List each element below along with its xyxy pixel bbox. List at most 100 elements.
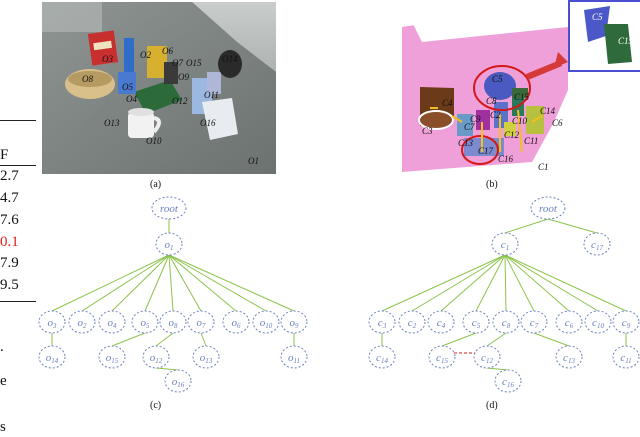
seg-label-c4: C4 (442, 98, 453, 108)
node-d-c11 (612, 345, 640, 369)
node-d-c4-label: c4 (437, 317, 446, 330)
edge-d-root-c1 (504, 218, 549, 234)
label-o14: O14 (222, 54, 238, 64)
zoom-label-c5: C5 (592, 12, 603, 22)
seg-label-c11: C11 (524, 136, 538, 146)
node-d-c6-label: c6 (565, 317, 574, 330)
node-d-c9 (612, 310, 640, 334)
node-d-c6 (555, 310, 583, 334)
node-d-c1-label: c1 (501, 239, 509, 252)
node-d-c16 (494, 369, 522, 393)
seg-label-c10: C10 (512, 116, 528, 126)
node-d-c14-label: c14 (376, 352, 388, 365)
label-o13: O13 (104, 118, 120, 128)
edge-d-l1-5 (504, 254, 535, 312)
node-c-o6-label: o6 (232, 317, 242, 330)
seg-label-c17: C17 (478, 146, 494, 156)
table-mid-rule (0, 165, 36, 166)
node-d-c3 (368, 310, 396, 334)
edge-d-g1 (441, 332, 477, 347)
label-o11: O11 (204, 90, 219, 100)
node-c-o12-label: o12 (150, 352, 163, 365)
node-c-root (151, 196, 187, 220)
edge-c-great (155, 367, 179, 371)
node-c-o5-label: o5 (141, 317, 151, 330)
edge-c-l1-7 (168, 254, 267, 312)
edge-c-l1-2 (111, 254, 170, 312)
node-c-o8-label: o8 (169, 317, 179, 330)
node-c-o1 (155, 232, 183, 256)
seg-label-c7: C7 (464, 122, 475, 132)
node-d-c7-label: c7 (530, 317, 539, 330)
edge-d-g2 (486, 332, 507, 347)
node-c-o4-label: o4 (108, 317, 118, 330)
edge-d-l1-3 (475, 254, 506, 312)
node-c-o7 (187, 310, 215, 334)
node-d-c5 (462, 310, 490, 334)
edge-c-l1-1 (81, 254, 170, 312)
seg-label-c9: C9 (470, 114, 481, 124)
node-c-o14-label: o14 (46, 352, 59, 365)
node-c-o13 (192, 345, 220, 369)
node-c-o3-label: o3 (48, 317, 58, 330)
node-c-o15-label: o15 (106, 352, 119, 365)
node-c-o13-label: o13 (200, 352, 213, 365)
node-d-c9-label: c9 (622, 317, 631, 330)
node-d-c12 (473, 345, 501, 369)
caption-a: (a) (150, 179, 162, 190)
label-o7: O7 (172, 58, 183, 68)
node-c-o10 (252, 310, 280, 334)
edge-d-g3 (533, 332, 570, 347)
node-d-c8-label: c8 (502, 317, 511, 330)
edge-d-l1-8 (504, 254, 627, 312)
seg-label-c3: C3 (422, 126, 433, 136)
node-d-c12-label: c12 (481, 352, 493, 365)
node-d-c10 (584, 310, 612, 334)
edge-c-l1-6 (168, 254, 237, 312)
seg-label-c1: C1 (538, 162, 549, 172)
label-o12: O12 (172, 96, 188, 106)
node-c-o16-label: o16 (172, 376, 185, 389)
seg-label-c8: C8 (486, 96, 497, 106)
zoom-label-c15: C15 (618, 36, 634, 46)
table-cell-3: 7.6 (0, 212, 19, 228)
caption-d: (d) (486, 400, 498, 411)
seg-label-c16: C16 (498, 154, 514, 164)
seg-label-c15: C15 (514, 92, 530, 102)
edge-d-l1-4 (504, 254, 507, 312)
node-d-c10-label: c10 (592, 317, 604, 330)
node-c-o9-label: o9 (290, 317, 300, 330)
node-c-o11 (280, 345, 308, 369)
label-o4: O4 (126, 94, 137, 104)
node-d-c3-label: c3 (378, 317, 387, 330)
node-d-root-label: root (539, 203, 558, 215)
node-d-c2 (398, 310, 426, 334)
node-c-o14 (38, 345, 66, 369)
label-o3: O3 (102, 54, 113, 64)
label-o2: O2 (140, 50, 151, 60)
edge-d-l1-6 (504, 254, 570, 312)
node-c-o15 (98, 345, 126, 369)
node-d-c4 (427, 310, 455, 334)
table-cell-2: 4.7 (0, 190, 19, 206)
node-c-o2 (68, 310, 96, 334)
body-text-fragment-2: e (0, 373, 7, 389)
node-c-o7-label: o7 (197, 317, 207, 330)
table-cell-4-highlight: 0.1 (0, 234, 19, 250)
edge-d-l1-7 (504, 254, 599, 312)
node-c-o2-label: o2 (78, 317, 88, 330)
body-text-fragment-1: . (0, 339, 4, 355)
node-c-o9 (280, 310, 308, 334)
node-d-c13 (555, 345, 583, 369)
node-c-o3 (38, 310, 66, 334)
scene-photo-drawing (42, 2, 276, 174)
node-d-c15-label: c15 (436, 352, 448, 365)
edge-c-g2 (155, 332, 174, 347)
edge-c-l1-4 (168, 254, 174, 312)
node-c-o16 (164, 369, 192, 393)
label-o1: O1 (248, 156, 259, 166)
table-cell-1: 2.7 (0, 168, 19, 184)
label-o15: O15 (186, 58, 202, 68)
node-c-root-label: root (160, 203, 179, 215)
